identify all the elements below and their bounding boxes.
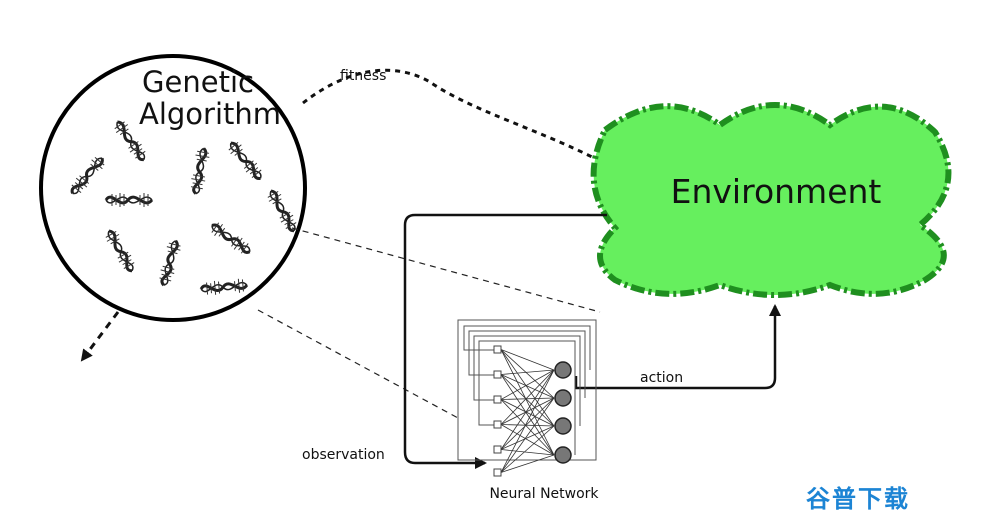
square-node-icon <box>493 445 502 454</box>
neural-network-node: Neural Network <box>457 319 599 502</box>
fitness-connector <box>302 68 599 162</box>
synapse-link <box>500 374 555 456</box>
synapse-link <box>500 349 555 371</box>
circle-node-icon <box>554 417 572 435</box>
synapse-link <box>500 349 555 456</box>
watermark-text: 谷普下载 <box>806 485 910 513</box>
synapse-link <box>500 425 555 450</box>
observation-connector <box>403 213 607 469</box>
synapse-link <box>500 374 555 399</box>
observation-label: observation <box>302 447 385 463</box>
circle-node-icon <box>554 361 572 379</box>
genetic-algorithm-node: Genetic Algorithm <box>39 54 307 322</box>
synapse-link <box>500 349 555 399</box>
synapse-link <box>500 369 555 450</box>
square-node-icon <box>493 345 502 354</box>
synapse-links <box>500 349 555 473</box>
synapse-link <box>500 399 555 456</box>
synapse-link <box>500 449 555 456</box>
genome-projection-bottom <box>257 309 459 419</box>
ga-output-arrow <box>80 311 120 362</box>
genetic-algorithm-title-line1: Genetic <box>142 65 254 99</box>
environment-cloud <box>590 102 952 298</box>
synapse-link <box>500 369 555 375</box>
square-node-icon <box>493 420 502 429</box>
synapse-link <box>500 369 555 400</box>
neural-network-label: Neural Network <box>489 486 599 502</box>
synapse-link <box>500 397 555 400</box>
action-connector <box>574 304 781 390</box>
output-layer <box>554 361 572 464</box>
synapse-link <box>500 425 555 473</box>
synapse-link <box>500 369 555 425</box>
square-node-icon <box>493 468 502 477</box>
synapse-link <box>500 424 555 427</box>
neural-network-frame <box>457 319 597 461</box>
fitness-label: fitness <box>340 68 386 84</box>
circle-node-icon <box>554 446 572 464</box>
recurrent-connections <box>463 325 591 455</box>
genome-projection-top <box>291 227 601 313</box>
synapse-link <box>500 374 555 427</box>
square-node-icon <box>493 395 502 404</box>
action-label: action <box>640 370 683 386</box>
synapse-link <box>500 397 555 473</box>
genetic-algorithm-circle <box>39 54 307 322</box>
synapse-link <box>500 369 555 473</box>
environment-node: Environment <box>590 102 952 298</box>
synapse-link <box>500 397 555 425</box>
input-layer <box>493 345 502 477</box>
synapse-link <box>500 424 555 456</box>
synapse-link <box>500 399 555 427</box>
synapse-link <box>500 454 555 473</box>
genetic-algorithm-title-line2: Algorithm <box>139 97 281 131</box>
synapse-link <box>500 397 555 450</box>
synapse-link <box>500 349 555 427</box>
environment-label: Environment <box>671 172 882 211</box>
circle-node-icon <box>554 389 572 407</box>
square-node-icon <box>493 370 502 379</box>
